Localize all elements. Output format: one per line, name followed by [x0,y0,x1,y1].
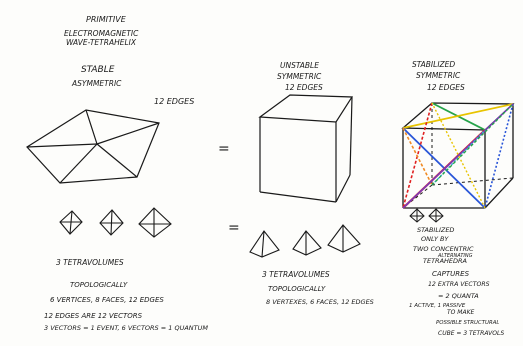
right-note10: CUBE = 3 TETRAVOLS [438,330,504,337]
right-note3: TWO CONCENTRIC [413,245,474,253]
right-note8b: TO MAKE [447,309,475,316]
asymmetric-polyhedron [27,110,159,183]
left-tetra-2 [100,210,123,235]
left-edges-label: 12 EDGES [154,97,194,106]
diag-orange-dashed [403,128,432,185]
equals-sign-2: = [228,220,240,236]
middle-topo1: TOPOLOGICALLY [268,285,326,293]
diag-green-dashed [432,104,513,185]
middle-title1: UNSTABLE [280,61,319,70]
right-edges-label: 12 EDGES [427,83,465,92]
right-note4: TETRAHEDRA [423,257,467,265]
middle-tetra-2 [293,231,321,255]
stabilized-cube [403,103,513,208]
diag-yellow [403,104,513,128]
right-note7: = 2 QUANTA [438,292,479,300]
middle-tetravolumes: 3 TETRAVOLUMES [262,270,330,279]
left-topo3: 12 EDGES ARE 12 VECTORS [44,312,143,320]
left-tetra-3 [139,208,171,237]
header-line1: PRIMITIVE [86,15,127,24]
left-topo1: TOPOLOGICALLY [70,281,128,289]
right-tetra-pair [410,209,443,222]
left-topo2: 6 VERTICES, 8 FACES, 12 EDGES [50,296,164,304]
right-title2: SYMMETRIC [416,71,461,80]
middle-tetra-1 [250,231,279,257]
middle-topo2: 8 VERTEXES, 6 FACES, 12 EDGES [266,298,374,306]
right-note9: POSSIBLE STRUCTURAL [436,320,499,326]
middle-tetra-row [250,225,360,257]
header-line3: WAVE-TETRAHELIX [66,38,137,47]
middle-edges-label: 12 EDGES [285,83,323,92]
middle-title2: SYMMETRIC [277,72,322,81]
left-tetra-1 [60,211,82,234]
unstable-cube [260,95,352,202]
right-note1: STABILIZED [417,226,454,234]
header-line2: ELECTROMAGNETIC [64,29,139,38]
left-topo4: 3 VECTORS = 1 EVENT, 6 VECTORS = 1 QUANT… [44,324,208,332]
right-note5: CAPTURES [432,270,470,278]
left-tetravolumes: 3 TETRAVOLUMES [56,258,124,267]
left-title2: ASYMMETRIC [71,79,122,88]
middle-tetra-3 [328,225,360,252]
right-note2: ONLY BY [421,235,449,243]
right-note6: 12 EXTRA VECTORS [428,281,490,288]
left-tetra-row [60,208,171,237]
right-title1: STABILIZED [412,60,455,69]
equals-sign-1: = [218,141,230,157]
left-title1: STABLE [81,65,115,75]
